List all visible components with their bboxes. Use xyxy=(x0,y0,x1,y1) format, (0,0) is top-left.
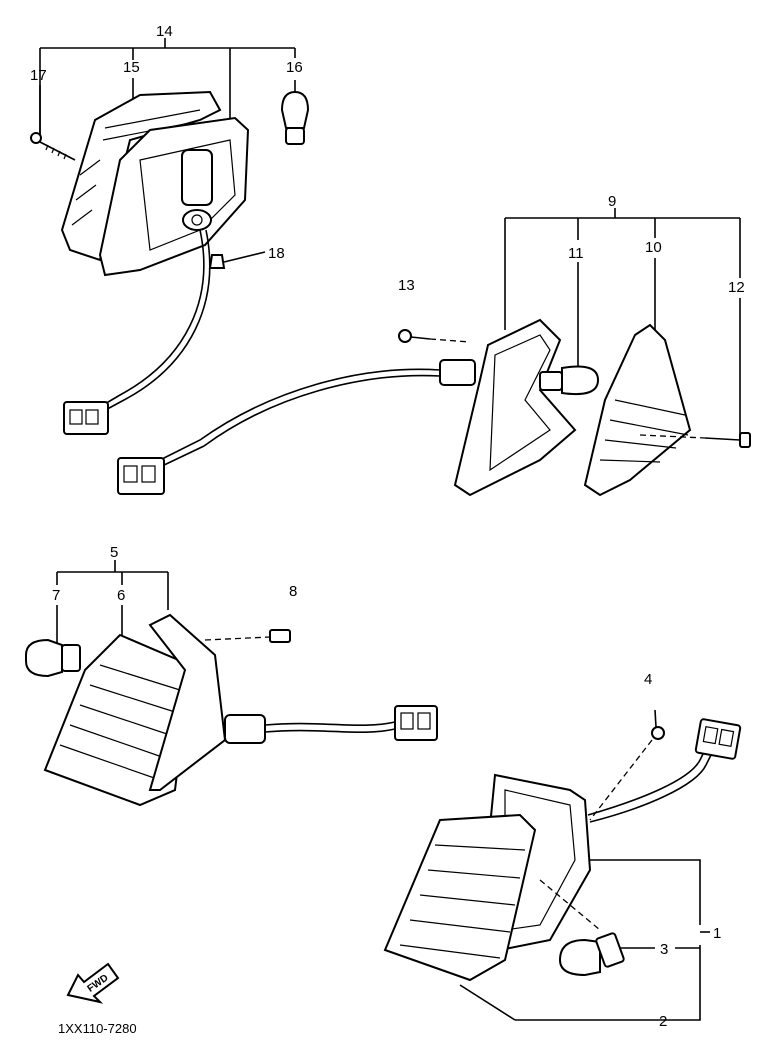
callout-18: 18 xyxy=(268,245,285,262)
rear-flasher-housing xyxy=(453,318,577,497)
front-flasher-lens xyxy=(43,633,192,807)
front-flasher-left-assembly xyxy=(25,560,438,807)
bulb-16 xyxy=(280,90,310,145)
callout-8: 8 xyxy=(289,583,297,600)
callout-16: 16 xyxy=(286,59,303,76)
screw-4 xyxy=(589,709,665,821)
callout-12: 12 xyxy=(728,279,745,296)
callout-13: 13 xyxy=(398,277,415,294)
front-flasher-left-connector xyxy=(394,705,438,741)
rear-flasher-assembly xyxy=(117,208,751,497)
fwd-arrow-icon: FWD xyxy=(66,962,120,1004)
front-flasher-right-lens xyxy=(383,813,537,982)
callout-14: 14 xyxy=(156,23,173,40)
screw-18 xyxy=(208,251,266,269)
bulb-3 xyxy=(539,879,625,977)
callout-6: 6 xyxy=(117,587,125,604)
callout-5: 5 xyxy=(110,544,118,561)
front-flasher-housing xyxy=(148,613,227,791)
front-flasher-right-connector xyxy=(694,718,742,760)
callout-4: 4 xyxy=(644,671,652,688)
callout-10: 10 xyxy=(645,239,662,256)
callout-9: 9 xyxy=(608,193,616,210)
callout-2: 2 xyxy=(659,1013,667,1030)
callout-3: 3 xyxy=(660,941,668,958)
bulb-11 xyxy=(539,365,600,396)
callout-11: 11 xyxy=(568,245,584,262)
screw-8 xyxy=(204,629,291,643)
taillight-assembly xyxy=(30,38,310,435)
screw-13 xyxy=(398,329,471,343)
callout-7: 7 xyxy=(52,587,60,604)
screw-12 xyxy=(639,432,751,448)
bulb-7 xyxy=(25,638,81,678)
callout-17: 17 xyxy=(30,67,47,84)
taillight-connector xyxy=(63,401,109,435)
callout-15: 15 xyxy=(123,59,140,76)
callout-1: 1 xyxy=(713,925,721,942)
screw-17 xyxy=(30,132,76,161)
front-flasher-right-assembly xyxy=(383,709,742,1021)
rear-flasher-lens xyxy=(583,323,692,497)
taillight-socket xyxy=(181,149,213,206)
diagram-code: 1XX110-7280 xyxy=(58,1021,137,1036)
rear-flasher-connector xyxy=(117,457,165,495)
